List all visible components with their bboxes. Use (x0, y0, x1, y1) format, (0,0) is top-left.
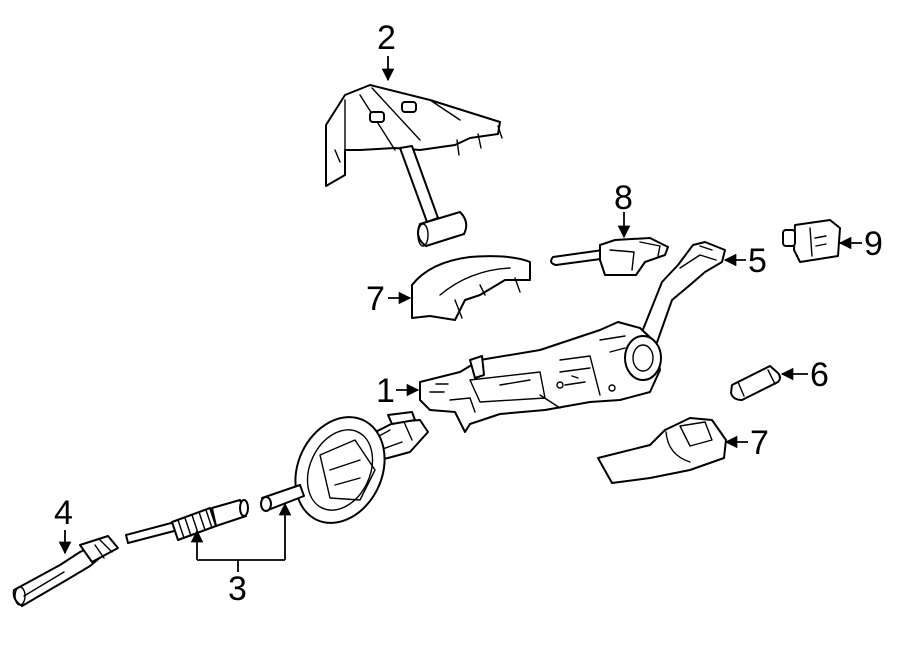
multifunction-stalk-part (637, 241, 726, 349)
upper-shroud-part (411, 255, 531, 321)
callout-7-upper: 7 (366, 280, 385, 318)
leader-lines (58, 56, 862, 572)
callout-2: 2 (377, 19, 396, 57)
small-switch-part (782, 219, 841, 263)
callout-7-lower: 7 (750, 424, 769, 462)
lever-switch-part (550, 237, 669, 276)
column-boot-part (294, 416, 386, 524)
callout-9: 9 (864, 225, 883, 263)
callout-8: 8 (614, 179, 633, 217)
lower-shroud-part (597, 417, 727, 484)
lower-universal-joint-part (12, 535, 119, 607)
callout-1: 1 (376, 372, 395, 410)
pedal-bracket-part (325, 84, 503, 247)
callout-labels: 2 8 9 5 7 1 6 7 4 3 (54, 19, 883, 608)
callout-6: 6 (810, 356, 829, 394)
callout-4: 4 (54, 494, 73, 532)
steering-column-part (419, 321, 662, 433)
bulb-part (730, 365, 781, 401)
callout-3: 3 (228, 570, 247, 608)
callout-5: 5 (748, 242, 767, 280)
intermediate-shaft-part (125, 484, 305, 544)
